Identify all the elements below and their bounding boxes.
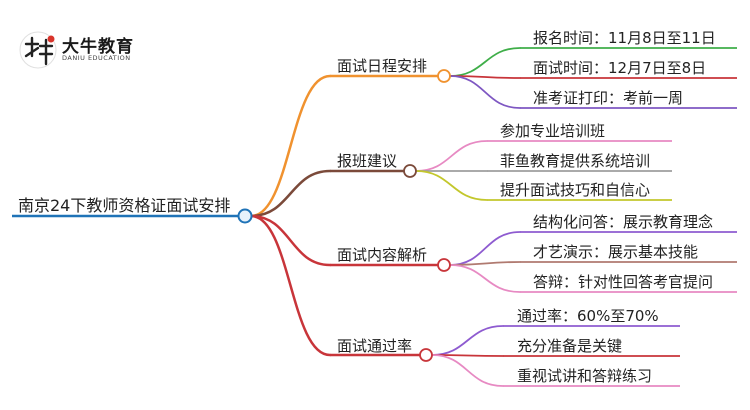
daniu-logo-icon [19, 31, 57, 69]
root-topic: 南京24下教师资格证面试安排 [18, 196, 231, 215]
leaf-connector [415, 170, 488, 201]
leaf-connector [431, 354, 504, 387]
branch-node-circle [437, 69, 451, 83]
brand-logo: 大牛教育 DANIU EDUCATION [18, 30, 158, 70]
leaf-registration-time: 报名时间：11月8日至11日 [533, 29, 716, 47]
leaf-connector [449, 75, 521, 109]
leaf-practice: 重视试讲和答辩练习 [517, 367, 653, 385]
leaf-improve-skills: 提升面试技巧和自信心 [500, 181, 651, 199]
branch-connector [249, 214, 332, 267]
leaf-admission-ticket: 准考证打印：考前一周 [533, 89, 684, 107]
branch-connector [249, 169, 332, 218]
leaf-connector [431, 325, 504, 356]
leaf-connector [449, 47, 521, 77]
branch-node-circle [403, 164, 417, 178]
leaf-connector [415, 140, 488, 172]
branch-course-advice: 报班建议 [337, 152, 398, 170]
leaf-interview-time: 面试时间：12月7日至8日 [533, 59, 707, 77]
leaf-talent-show: 才艺演示：展示基本技能 [533, 243, 699, 261]
leaf-preparation: 充分准备是关键 [517, 337, 623, 355]
leaf-defense: 答辩：针对性回答考官提问 [533, 273, 714, 291]
leaf-join-training: 参加专业培训班 [500, 122, 606, 140]
logo-brand-name: 大牛教育 [62, 37, 134, 57]
branch-connector [249, 74, 332, 218]
leaf-system-training: 菲鱼教育提供系统培训 [500, 152, 651, 170]
leaf-connector [449, 264, 521, 293]
branch-node-circle [437, 258, 451, 272]
leaf-connector [449, 231, 521, 266]
root-node-circle [237, 208, 253, 224]
branch-pass-rate: 面试通过率 [337, 337, 413, 355]
leaf-pass-rate: 通过率：60%至70% [517, 307, 659, 325]
branch-node-circle [419, 348, 433, 362]
branch-schedule: 面试日程安排 [337, 57, 428, 75]
logo-brand-subtitle: DANIU EDUCATION [62, 54, 131, 62]
branch-content-analysis: 面试内容解析 [337, 246, 428, 264]
leaf-structured-qa: 结构化问答：展示教育理念 [533, 213, 714, 231]
branch-connector [249, 214, 332, 357]
